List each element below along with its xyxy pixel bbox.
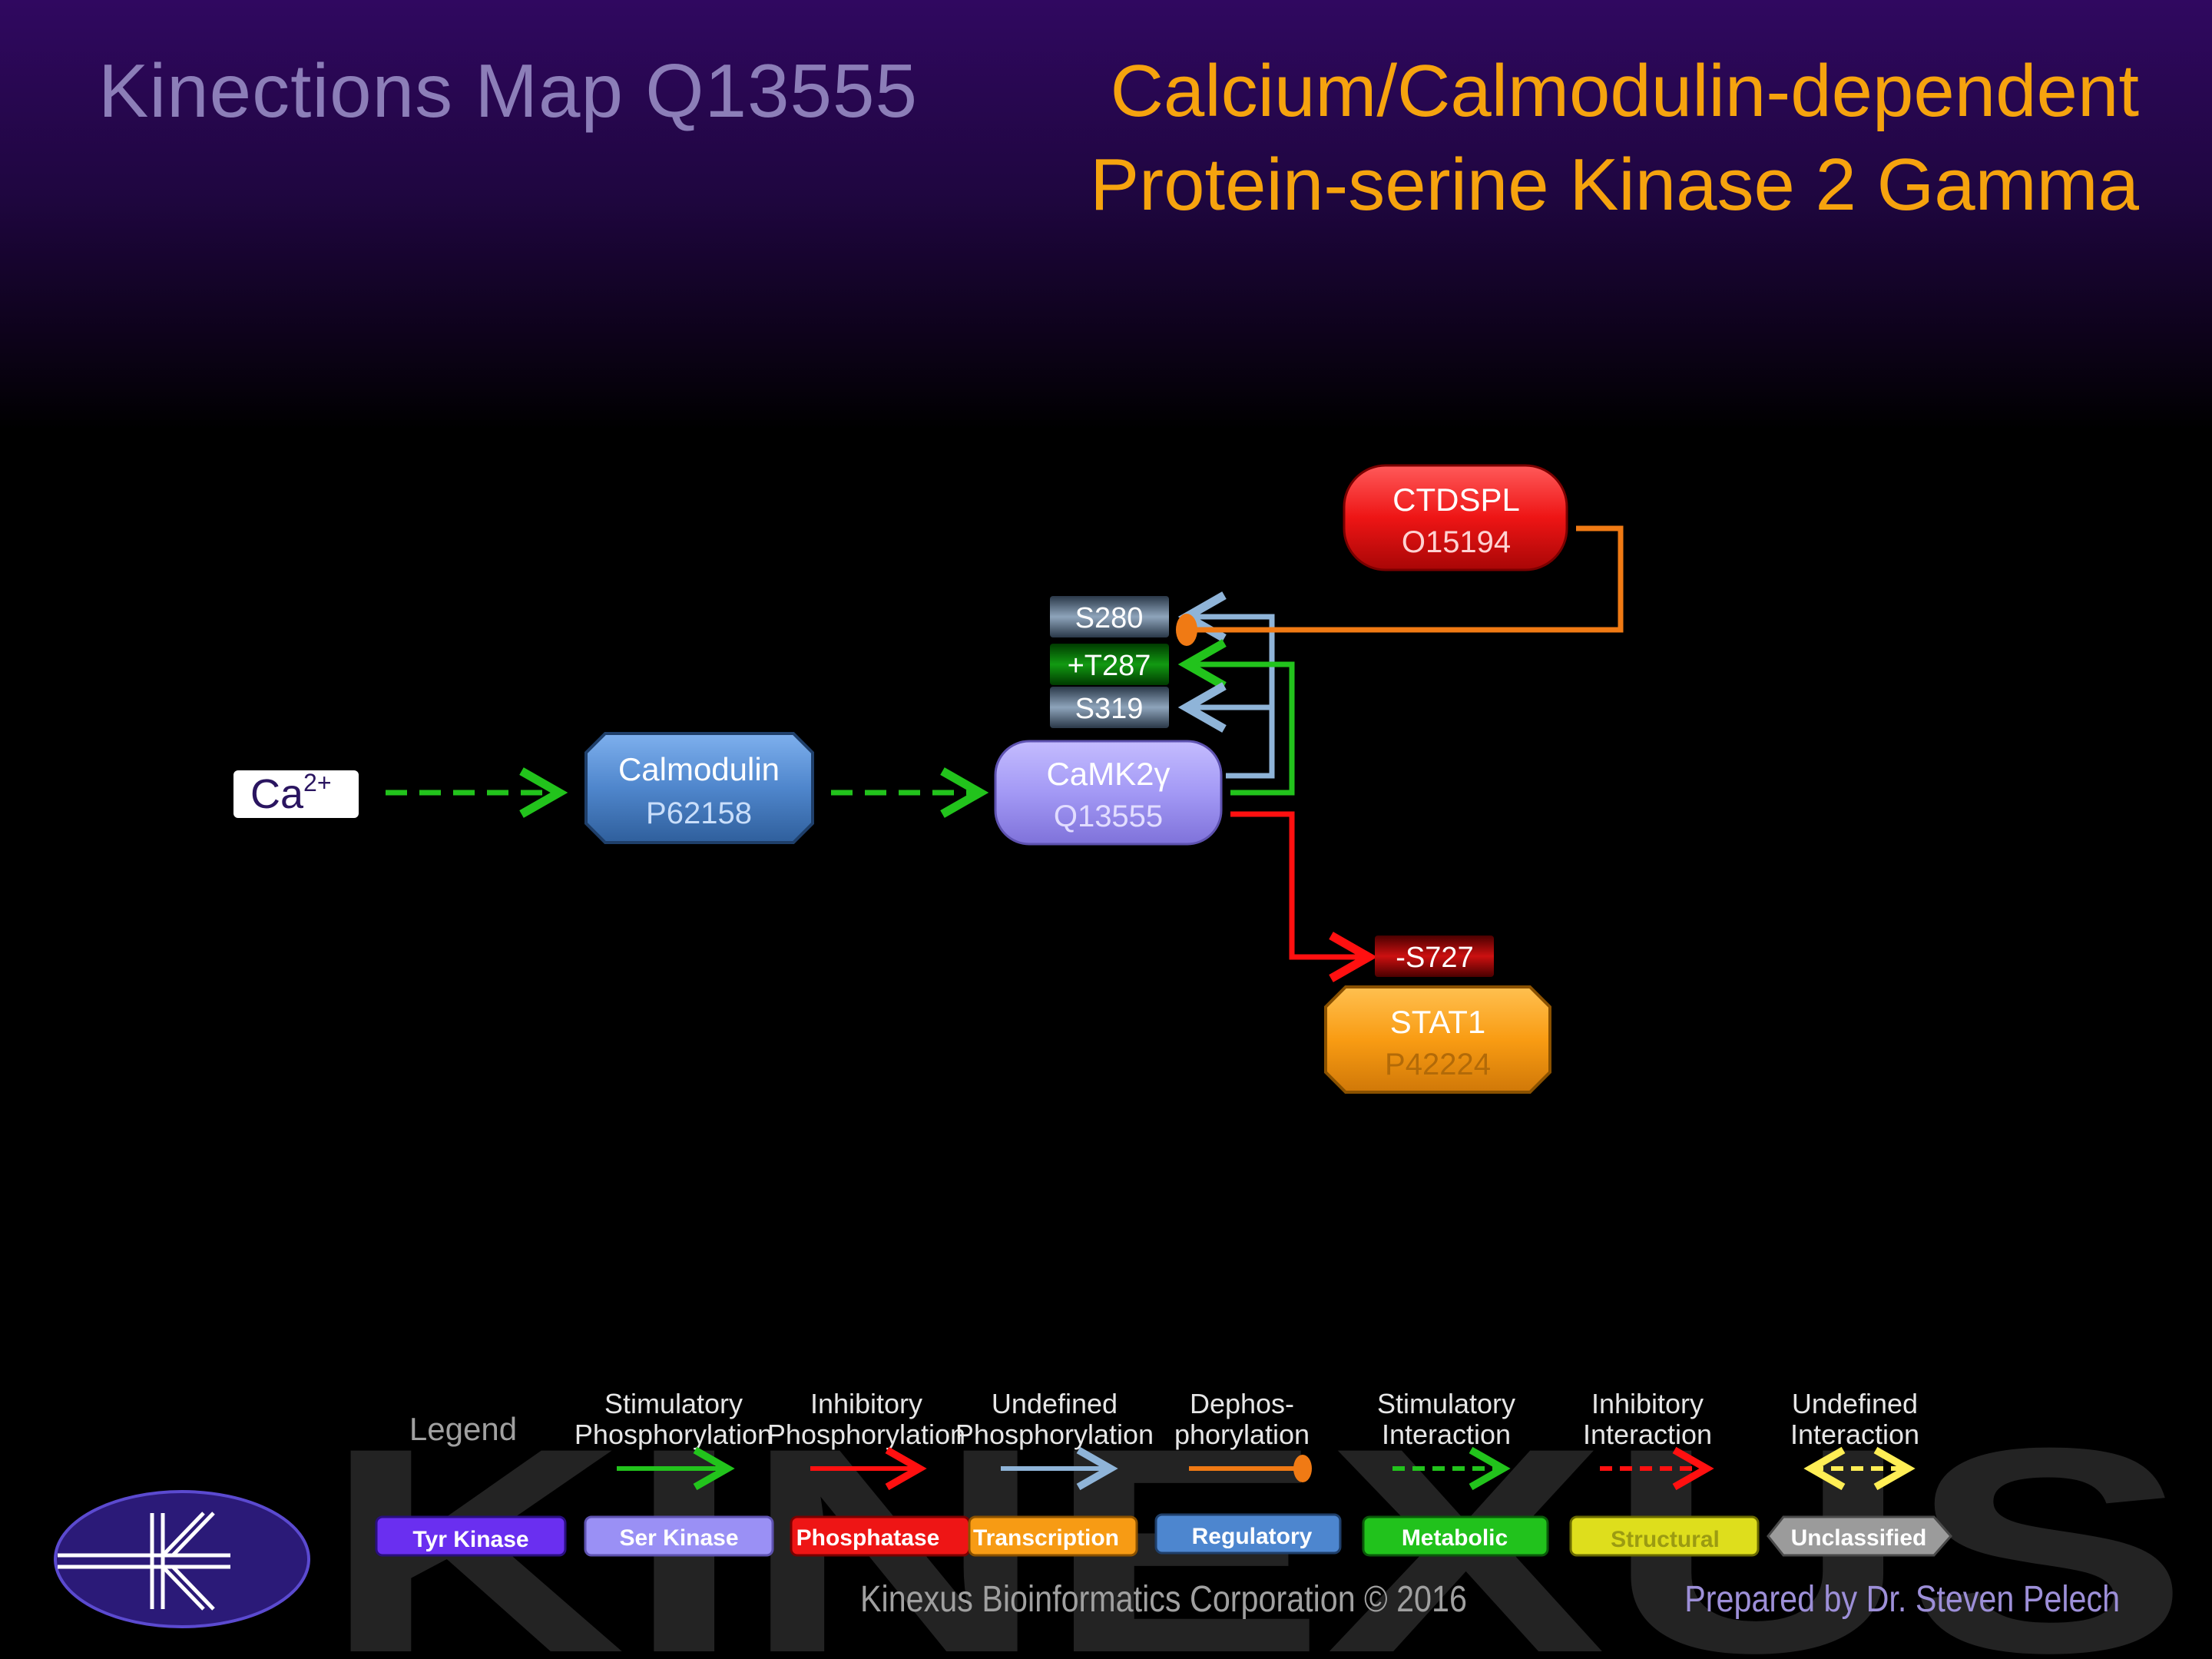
kinexus-logo-mark-icon bbox=[58, 1512, 230, 1611]
legend-arrow-line2: Interaction bbox=[1583, 1419, 1712, 1450]
legend-category-phosphatase: Phosphatase bbox=[790, 1515, 971, 1557]
node-camk2g[interactable]: CaMK2γ Q13555 bbox=[994, 740, 1223, 846]
node-calmodulin-id: P62158 bbox=[646, 796, 752, 830]
legend-undefined-interaction: Undefined Interaction bbox=[1790, 1388, 1919, 1491]
node-ctdspl-id: O15194 bbox=[1402, 525, 1511, 559]
legend-arrow-line2: phorylation bbox=[1174, 1419, 1310, 1450]
legend-arrow-line2: Phosphorylation bbox=[575, 1419, 773, 1450]
legend-arrow-line2: Interaction bbox=[1790, 1419, 1919, 1450]
site-s280[interactable]: S280 bbox=[1050, 596, 1169, 637]
node-ca[interactable]: Ca2+ bbox=[233, 769, 359, 818]
legend-arrow-line2: Phosphorylation bbox=[767, 1419, 965, 1450]
site-s319-label: S319 bbox=[1075, 693, 1144, 725]
header-band bbox=[0, 0, 2212, 430]
protein-name-line2: Protein-serine Kinase 2 Gamma bbox=[1090, 144, 2139, 226]
legend-inhibitory-interaction: Inhibitory Interaction bbox=[1583, 1388, 1714, 1491]
protein-name: Calcium/Calmodulin-dependent Protein-ser… bbox=[987, 45, 2139, 232]
legend-arrow-line1: Inhibitory bbox=[1591, 1388, 1704, 1419]
map-title: Kinections Map Q13555 bbox=[98, 48, 918, 133]
legend-undefined-phosphorylation: Undefined Phosphorylation bbox=[955, 1388, 1154, 1491]
legend-arrow-line2: Interaction bbox=[1382, 1419, 1511, 1450]
legend-category-label: Regulatory bbox=[1192, 1524, 1313, 1549]
edge-camk2g-s280 bbox=[1177, 591, 1275, 779]
legend-category-tyr-kinase: Tyr Kinase bbox=[375, 1515, 567, 1557]
footer-company: Kinexus Bioinformatics Corporation © 201… bbox=[860, 1579, 1467, 1620]
node-ctdspl[interactable]: CTDSPL O15194 bbox=[1343, 464, 1568, 571]
legend-category-label: Transcription bbox=[973, 1525, 1119, 1551]
legend-categories: Tyr Kinase Ser Kinase Phosphatase Transc… bbox=[375, 1513, 1952, 1557]
svg-text:Ca2+: Ca2+ bbox=[250, 769, 332, 817]
edge-camk2g-s727 bbox=[1230, 811, 1378, 982]
legend-category-label: Unclassified bbox=[1791, 1525, 1927, 1551]
site-t287[interactable]: +T287 bbox=[1050, 644, 1169, 685]
site-s319[interactable]: S319 bbox=[1050, 687, 1169, 728]
site-s727[interactable]: -S727 bbox=[1375, 935, 1494, 977]
legend-arrow-line1: Undefined bbox=[992, 1388, 1118, 1419]
legend-category-label: Tyr Kinase bbox=[412, 1527, 528, 1552]
legend-category-unclassified: Unclassified bbox=[1767, 1515, 1952, 1557]
node-camk2g-name: CaMK2γ bbox=[1046, 756, 1170, 792]
legend-category-label: Metabolic bbox=[1402, 1525, 1508, 1551]
legend-category-ser-kinase: Ser Kinase bbox=[584, 1515, 774, 1557]
legend-arrow-line1: Undefined bbox=[1792, 1388, 1918, 1419]
legend-category-label: Structural bbox=[1611, 1527, 1720, 1552]
node-ca-superscript: 2+ bbox=[303, 769, 331, 796]
site-t287-label: +T287 bbox=[1068, 650, 1151, 682]
legend-category-regulatory: Regulatory bbox=[1154, 1513, 1342, 1555]
node-stat1[interactable]: STAT1 P42224 bbox=[1324, 985, 1551, 1094]
legend-category-transcription: Transcription bbox=[968, 1515, 1138, 1557]
legend-arrow-line1: Stimulatory bbox=[1377, 1388, 1515, 1419]
legend-arrow-line2: Phosphorylation bbox=[955, 1419, 1154, 1450]
node-stat1-id: P42224 bbox=[1385, 1048, 1491, 1081]
protein-name-line1: Calcium/Calmodulin-dependent bbox=[1110, 50, 2139, 132]
legend-title: Legend bbox=[409, 1411, 517, 1447]
node-stat1-name: STAT1 bbox=[1390, 1004, 1485, 1040]
kinexus-logo bbox=[54, 1490, 310, 1628]
node-camk2g-id: Q13555 bbox=[1054, 800, 1163, 833]
legend-arrow-line1: Dephos- bbox=[1190, 1388, 1294, 1419]
edge-camk2g-t287 bbox=[1177, 639, 1295, 796]
legend-dephosphorylation: Dephos- phorylation bbox=[1174, 1388, 1312, 1482]
node-calmodulin-name: Calmodulin bbox=[618, 751, 780, 787]
legend-arrow-line1: Stimulatory bbox=[604, 1388, 743, 1419]
node-calmodulin[interactable]: Calmodulin P62158 bbox=[584, 732, 814, 844]
node-ca-label: Ca bbox=[250, 771, 304, 817]
legend-stimulatory-interaction: Stimulatory Interaction bbox=[1377, 1388, 1515, 1491]
node-ctdspl-name: CTDSPL bbox=[1392, 482, 1520, 518]
legend-category-label: Phosphatase bbox=[796, 1525, 940, 1551]
legend-category-label: Ser Kinase bbox=[619, 1525, 738, 1551]
legend-arrows: Stimulatory Phosphorylation Inhibitory P… bbox=[575, 1388, 1919, 1491]
site-s727-label: -S727 bbox=[1396, 942, 1473, 974]
legend-category-metabolic: Metabolic bbox=[1362, 1515, 1549, 1557]
legend-category-structural: Structural bbox=[1569, 1515, 1760, 1557]
footer-author: Prepared by Dr. Steven Pelech bbox=[1684, 1579, 2120, 1620]
edge-ctdspl-s280 bbox=[1176, 525, 1624, 646]
legend-arrow-line1: Inhibitory bbox=[810, 1388, 922, 1419]
legend-stimulatory-phosphorylation: Stimulatory Phosphorylation bbox=[575, 1388, 773, 1491]
legend-inhibitory-phosphorylation: Inhibitory Phosphorylation bbox=[767, 1388, 965, 1491]
site-s280-label: S280 bbox=[1075, 602, 1144, 634]
